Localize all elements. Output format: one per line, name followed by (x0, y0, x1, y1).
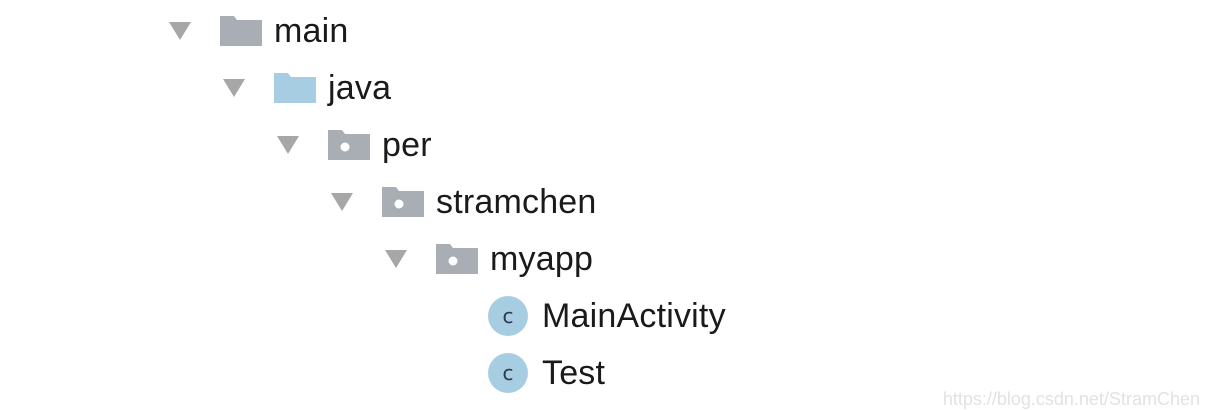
tree-node-label: myapp (490, 240, 594, 278)
tree-node-per[interactable]: per (274, 117, 432, 173)
tree-node-myapp[interactable]: myapp (382, 231, 593, 287)
source-folder-icon (274, 73, 316, 103)
expand-arrow-icon[interactable] (166, 11, 194, 51)
class-icon: c (488, 353, 528, 393)
tree-node-label: java (328, 69, 392, 107)
tree-node-java[interactable]: java (220, 60, 391, 116)
watermark-text: https://blog.csdn.net/StramChen (942, 389, 1200, 409)
package-icon (436, 244, 478, 274)
tree-node-label: MainActivity (542, 297, 726, 335)
package-icon (382, 187, 424, 217)
tree-node-label: Test (542, 354, 606, 392)
tree-node-stramchen[interactable]: stramchen (328, 174, 597, 230)
expand-arrow-icon[interactable] (382, 239, 410, 279)
class-icon: c (488, 296, 528, 336)
folder-icon (220, 16, 262, 46)
expand-arrow-icon[interactable] (220, 68, 248, 108)
expand-arrow-icon[interactable] (274, 125, 302, 165)
tree-node-label: stramchen (436, 183, 597, 221)
tree-node-test[interactable]: c Test (488, 345, 605, 401)
expand-arrow-icon[interactable] (328, 182, 356, 222)
package-icon (328, 130, 370, 160)
tree-node-label: main (274, 12, 349, 50)
tree-node-main[interactable]: main (166, 3, 349, 59)
tree-node-mainactivity[interactable]: c MainActivity (488, 288, 726, 344)
tree-node-label: per (382, 126, 432, 164)
